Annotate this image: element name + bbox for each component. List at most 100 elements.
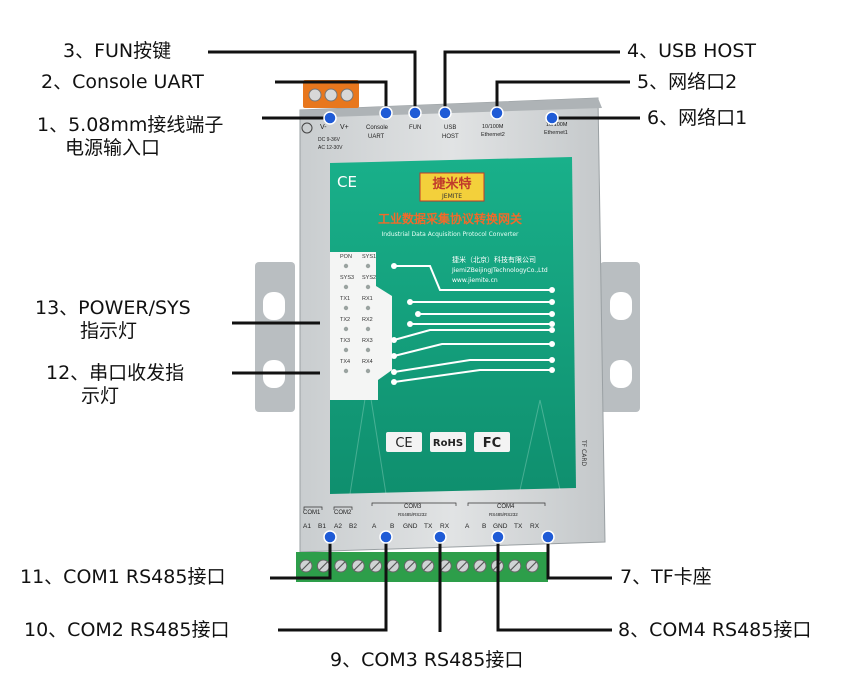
eth1-label-2: Ethernet1 [544,130,568,136]
circuit-nodes [391,263,555,385]
pin-label: A [465,523,470,530]
marker-tf-card [541,530,555,544]
marker-eth1 [545,111,559,125]
fun-label: FUN [409,125,421,131]
ground-icon [301,122,313,134]
power-v-minus-label: V- [320,124,327,131]
marker-com4 [491,530,505,544]
ce-mark-small: CE [337,173,357,191]
callout-usb-host: 4、USB HOST [627,40,757,62]
led-rx1 [365,305,371,311]
com3-mode-label: RS485/RS232 [398,512,427,517]
usb-label-2: HOST [442,134,459,140]
screw-slot [336,561,346,571]
led-pon [343,263,349,269]
enclosure-top-edge [300,98,602,118]
eth2-label-1: 10/100M [482,124,504,130]
callout-fun-button: 3、FUN按键 [63,40,172,62]
callout-power-sys-led: 13、POWER/SYS 指示灯 [35,297,191,343]
terminal-screws [299,559,539,573]
marker-com3 [433,530,447,544]
callout-com3: 9、COM3 RS485接口 [330,649,524,671]
pin-label: A1 [303,523,311,530]
led-label-sys2: SYS2 [362,275,376,281]
pin-label: GND [403,523,418,530]
led-label-rx3: RX3 [362,338,373,344]
led-rx2 [365,326,371,332]
led-label-sys3: SYS3 [340,275,354,281]
pin-label: B1 [318,523,326,530]
callout-serial-led: 12、串口收发指 示灯 [46,362,184,408]
marker-com2 [379,530,393,544]
screw-slot [423,561,433,571]
eth1-label-1: 10/100M [546,122,568,128]
led-label-tx2: TX2 [340,317,350,323]
company-en: JiemiZBeijingJTechnologyCo.,Ltd [451,267,548,274]
screw-slot [510,561,520,571]
eth2-label-2: Ethernet2 [481,132,505,138]
callout-ethernet2: 5、网络口2 [637,71,738,93]
fc-badge [474,432,510,452]
com1-label: COM1 [303,510,321,516]
led-label-rx4: RX4 [362,359,373,365]
pin-label: TX [424,523,433,530]
power-dc-label: DC 9-36V [318,137,341,143]
marker-power-input [323,111,337,125]
company-cn: 捷米（北京）科技有限公司 [452,255,536,264]
callout-com2: 10、COM2 RS485接口 [24,619,230,641]
callout-power-terminal: 1、5.08mm接线端子 电源输入口 [37,114,223,160]
ce-badge [386,432,422,452]
com3-label: COM3 [404,504,422,510]
marker-usb [438,106,452,120]
led-label-sys1: SYS1 [362,254,376,260]
bottom-port-labels [303,502,546,510]
pin-label: B [482,523,486,530]
pin-label: A2 [334,523,342,530]
product-title-en: Industrial Data Acquisition Protocol Con… [381,231,519,238]
led-tx4 [343,368,349,374]
rohs-badge-text: RoHS [433,438,463,449]
screw-slot [318,561,328,571]
brand-en: JEMITE [441,193,462,200]
callout-power-terminal-line2: 电源输入口 [65,137,161,159]
circuit-traces [393,265,552,383]
power-ac-label: AC 12-30V [318,145,343,151]
com2-label: COM2 [334,510,352,516]
callout-markers [323,106,559,544]
pin-label: GND [493,523,508,530]
led-label-rx1: RX1 [362,296,373,302]
brand-logo [419,172,485,202]
power-v-plus-label: V+ [340,124,349,131]
callout-com1: 11、COM1 RS485接口 [20,566,226,588]
marker-com1 [323,530,337,544]
screw-slot [440,561,450,571]
fc-badge-text: FC [483,436,501,451]
led-label-tx1: TX1 [340,296,350,302]
led-label-pon: PON [340,254,352,260]
ce-badge-text: CE [395,436,412,451]
pin-label: B [390,523,394,530]
pin-label: B2 [349,523,357,530]
led-rx4 [365,368,371,374]
leader-lines [208,50,640,632]
callout-power-terminal-line1: 1、5.08mm接线端子 [37,114,224,136]
callout-ethernet1: 6、网络口1 [647,107,748,129]
callout-tf-card: 7、TF卡座 [620,566,712,588]
power-terminal-block [303,80,359,108]
callout-com4: 8、COM4 RS485接口 [618,619,812,641]
tf-card-label: TF CARD [580,439,587,466]
led-sys3 [343,284,349,290]
led-label-tx3: TX3 [340,338,350,344]
callout-serial-led-line1: 12、串口收发指 [46,362,185,384]
mounting-ear-right [600,262,640,412]
callout-console-uart: 2、Console UART [41,71,204,93]
led-label-rx2: RX2 [362,317,373,323]
screw-slot [475,561,485,571]
marker-fun [408,106,422,120]
pin-label: RX [530,523,540,530]
rohs-badge [430,432,466,452]
callout-power-sys-led-line2: 指示灯 [80,320,138,342]
